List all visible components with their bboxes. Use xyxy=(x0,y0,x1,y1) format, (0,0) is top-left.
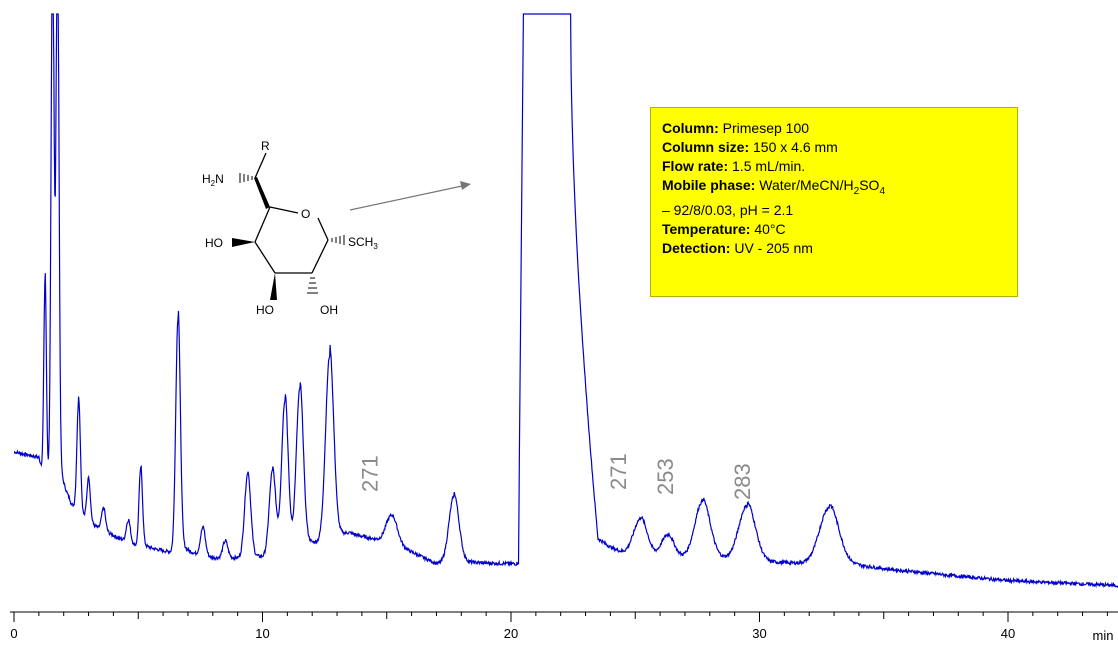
mol-label-oh-bottom: OH xyxy=(320,303,338,317)
mol-label-ho-bottom: HO xyxy=(256,303,274,317)
hashed-bond-sch3 xyxy=(331,235,345,245)
peak-label: 253 xyxy=(653,458,678,495)
arrow-head xyxy=(460,181,471,190)
wedge-bond-ho-bottom xyxy=(270,273,277,300)
x-tick-label: 0 xyxy=(10,626,17,641)
x-tick-label: 20 xyxy=(504,626,518,641)
mol-label-r: R xyxy=(261,139,270,153)
x-tick-label: 40 xyxy=(1001,626,1015,641)
mol-label-ho-left: HO xyxy=(205,236,223,250)
peak-label: 271 xyxy=(606,453,631,490)
peak-label: 283 xyxy=(730,463,755,500)
peak-label: 271 xyxy=(357,455,382,492)
x-tick-label: 10 xyxy=(255,626,269,641)
info-column-row: Column: Primesep 100 xyxy=(662,120,810,136)
hashed-bond-oh-bottom xyxy=(307,277,318,294)
arrow-line xyxy=(349,185,463,211)
molecule-labels: R O H2N HO SCH3 HO OH xyxy=(202,139,378,317)
wedge-bond xyxy=(254,177,270,209)
method-info-box: Column: Primesep 100 Column size: 150 x … xyxy=(650,107,1018,297)
info-detection-row: Detection: UV - 205 nm xyxy=(662,239,813,256)
info-temp-row: Temperature: 40°C xyxy=(662,220,786,237)
molecule-structure xyxy=(232,152,471,300)
wedge-bond-ho xyxy=(232,238,255,247)
chromatogram-trace xyxy=(13,13,1118,589)
info-mobile-row-2: – 92/8/0.03, pH = 2.1 xyxy=(662,201,794,218)
x-axis-unit: min xyxy=(1093,628,1114,643)
mol-label-sch3: SCH3 xyxy=(348,235,378,251)
mol-label-o: O xyxy=(301,207,310,221)
mol-label-h2n: H2N xyxy=(202,172,224,188)
info-size-row: Column size: 150 x 4.6 mm xyxy=(662,139,838,155)
hashed-bond-nh2 xyxy=(239,173,253,183)
info-flow-row: Flow rate: 1.5 mL/min. xyxy=(662,158,806,174)
x-axis: 0 10 20 30 40 min xyxy=(10,611,1118,643)
peak-labels: 271 271 253 283 xyxy=(357,453,755,500)
x-tick-label: 30 xyxy=(752,626,766,641)
info-mobile-row: Mobile phase: Water/MeCN/H2SO4 xyxy=(662,177,885,197)
